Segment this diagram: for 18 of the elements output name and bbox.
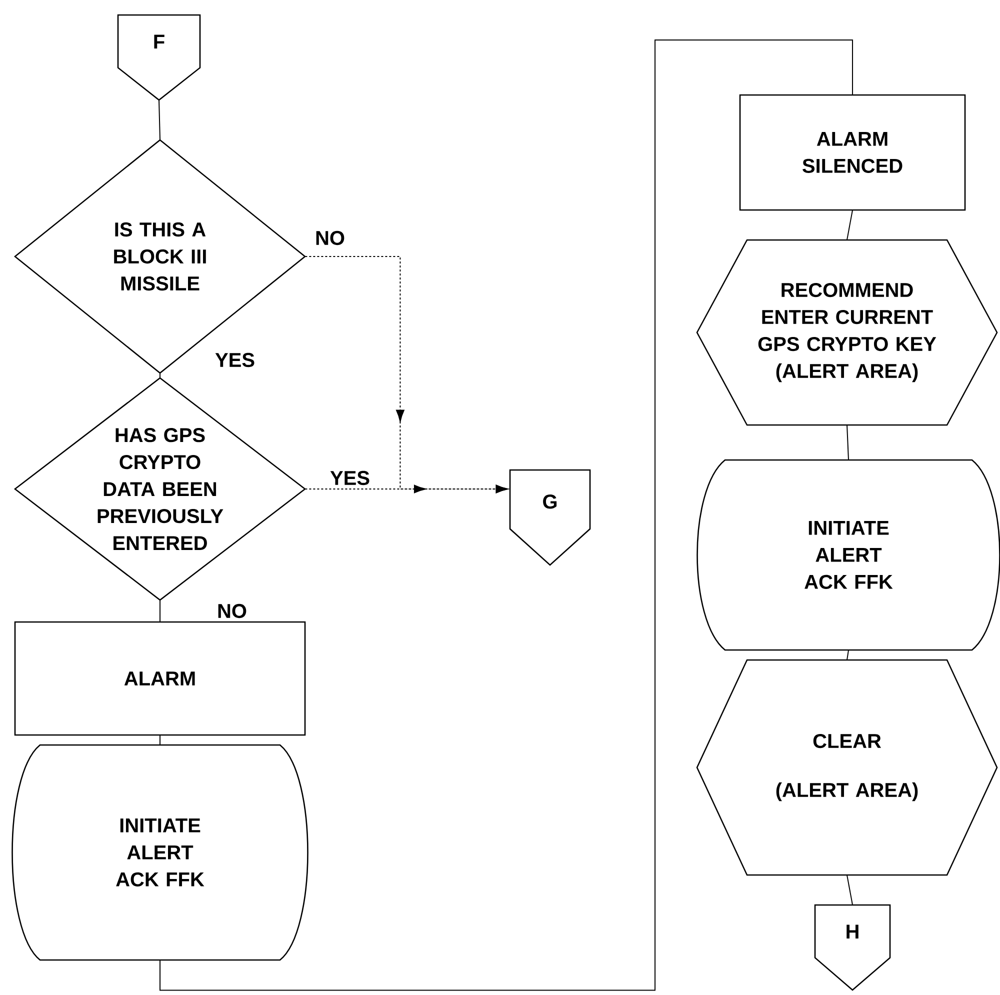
connector bbox=[846, 650, 850, 660]
connector bbox=[846, 874, 853, 906]
off-page-connector: H bbox=[814, 904, 891, 991]
edge-label: NO bbox=[216, 602, 248, 620]
connector bbox=[846, 424, 850, 460]
connector bbox=[158, 100, 160, 140]
off-page-connector: F bbox=[117, 14, 201, 101]
edge-label: NO bbox=[314, 230, 346, 246]
connector bbox=[160, 40, 853, 991]
display-hexagon: RECOMMEND ENTER CURRENT GPS CRYPTO KEY (ALERT AREA) bbox=[696, 239, 998, 426]
connector bbox=[304, 484, 508, 494]
process-box: ALARM SILENCED bbox=[739, 94, 966, 211]
edge-label: YES bbox=[329, 470, 372, 486]
process-box: ALARM bbox=[14, 621, 306, 736]
display-hexagon: CLEAR (ALERT AREA) bbox=[696, 659, 998, 876]
off-page-connector: G bbox=[509, 469, 591, 566]
edge-label: YES bbox=[214, 352, 256, 368]
connector bbox=[846, 210, 853, 240]
